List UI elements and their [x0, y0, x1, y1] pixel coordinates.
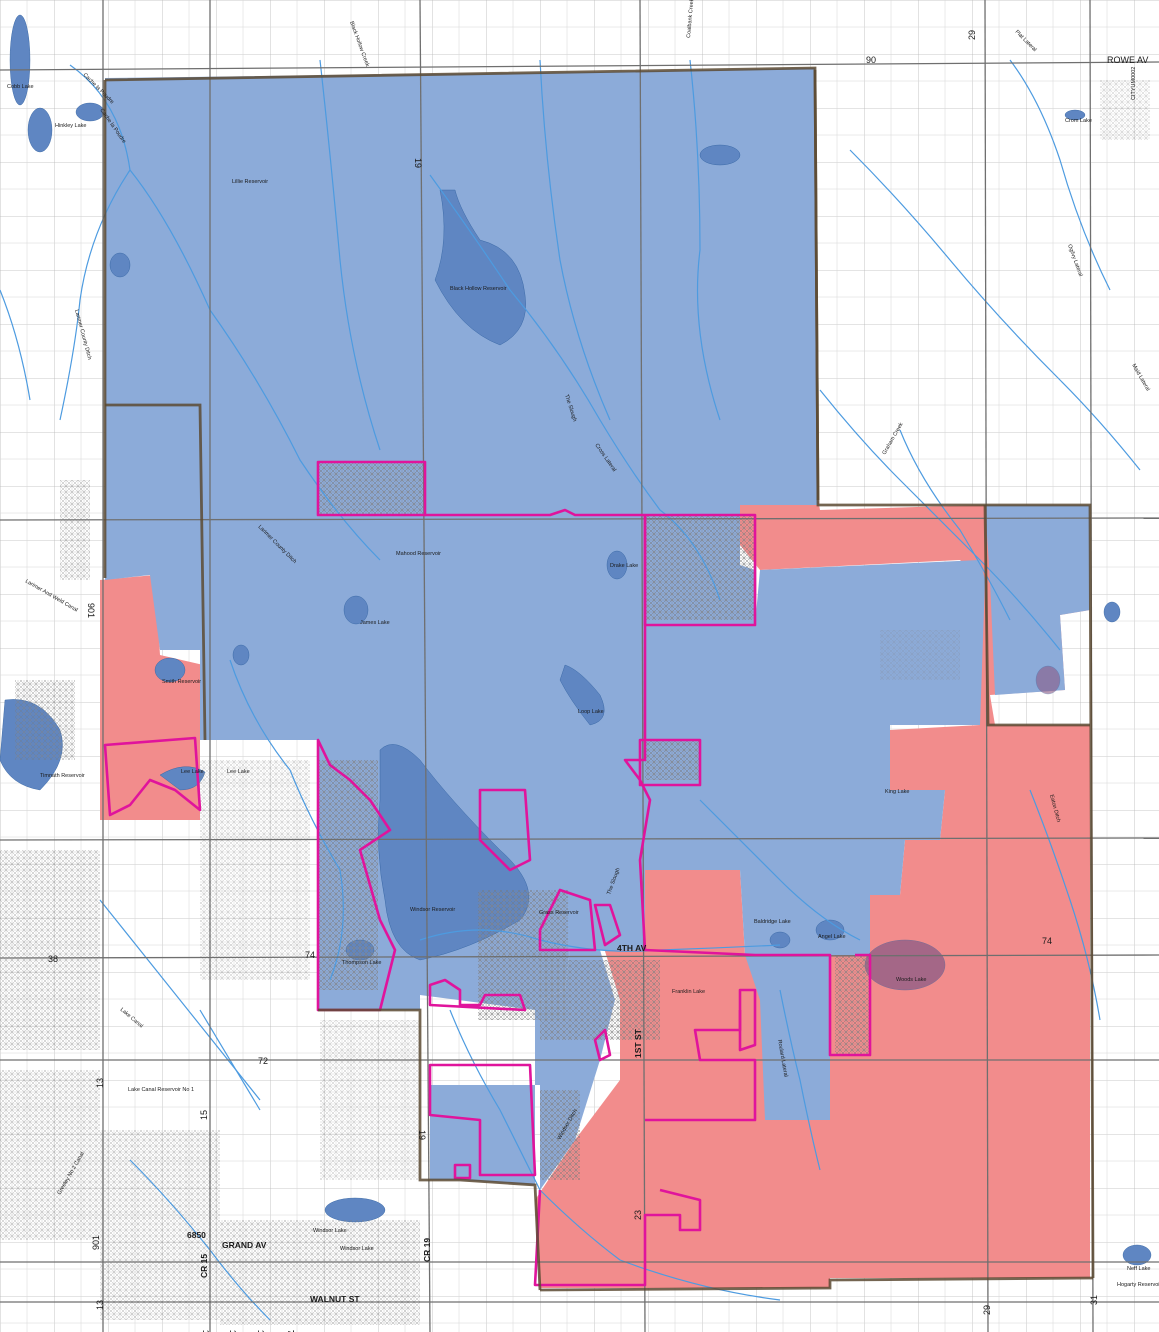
map-label-windsor-reservoir: Windsor Reservoir — [410, 907, 455, 913]
map-label-crom-lake: Crom Lake — [1065, 118, 1092, 124]
map-label-n13-bottom: 13 — [95, 1300, 105, 1310]
map-label-n72: 72 — [258, 1056, 268, 1066]
map-label-n13: 13 — [95, 1078, 105, 1088]
map-label-woods-lake: Woods Lake — [896, 977, 926, 983]
map-label-lake-canal-reservoir: Lake Canal Reservoir No 1 — [128, 1087, 194, 1093]
map-label-king-lake: King Lake — [885, 789, 909, 795]
growth-area-boundaries — [103, 460, 872, 1287]
red-zone — [100, 455, 1090, 1288]
map-label-hogarty-reservoir: Hogarty Reservoir — [1117, 1282, 1159, 1288]
map-label-n31: 31 — [1089, 1295, 1099, 1305]
map-label-lee-lake-2: Lee Lake — [227, 769, 250, 775]
map-label-n38: 38 — [48, 954, 58, 964]
map-label-fourteenth-st: 14TH ST — [228, 1330, 238, 1332]
map-label-n6850: 6850 — [187, 1230, 206, 1240]
map-label-mahood-reservoir: Mahood Reservoir — [396, 551, 441, 557]
map-label-n19-bottom: 19 — [417, 1130, 427, 1140]
map-label-baldridge-lake: Baldridge Lake — [754, 919, 791, 925]
map-label-cr15: CR 15 — [199, 1254, 209, 1278]
map-label-neff-lake: Neff Lake — [1127, 1266, 1150, 1272]
map-label-timnath-reservoir: Timnath Reservoir — [40, 773, 85, 779]
map-label-n19-top: 19 — [413, 158, 423, 168]
map-label-grand-av: GRAND AV — [222, 1240, 267, 1250]
subdivisions — [0, 80, 1150, 1325]
map-label-hinkley-lake: Hinkley Lake — [55, 123, 87, 129]
map-label-n23: 23 — [633, 1210, 643, 1220]
map-label-coalbank-creek: Coalbank Creek — [686, 0, 695, 38]
map-label-lee-lake-1: Lee Lake — [181, 769, 204, 775]
map-label-n901-left: 901 — [86, 603, 96, 618]
map-label-windsor-lake: Windsor Lake — [313, 1228, 347, 1234]
map-label-walnut-st: WALNUT ST — [310, 1294, 360, 1304]
map-label-n90: 90 — [866, 55, 876, 65]
map-label-lillie-reservoir: Lillie Reservoir — [232, 179, 268, 185]
map-label-fifteenth-st: 15TH ST — [201, 1330, 211, 1332]
map-label-drake-lake: Drake Lake — [610, 563, 638, 569]
map-label-black-hollow-reservoir: Black Hollow Reservoir — [450, 286, 507, 292]
map-label-windsor-lake-2: Windsor Lake — [340, 1246, 374, 1252]
map-label-fourth-av: 4TH AV — [617, 943, 647, 953]
map-label-loop-lake: Loop Lake — [578, 709, 604, 715]
map-label-n74-right: 74 — [1042, 936, 1052, 946]
map-label-rowe-av: ROWE AV — [1107, 55, 1148, 65]
map-label-first-st: 1ST ST — [633, 1028, 643, 1058]
map-label-thompson-lake: Thompson Lake — [342, 960, 381, 966]
map-label-n29-top: 29 — [967, 30, 977, 40]
map-label-smith-reservoir: Smith Reservoir — [162, 679, 201, 685]
map-label-cobb-lake: Cobb Lake — [7, 84, 34, 90]
streams — [0, 59, 1141, 1321]
map-label-city-id: CITYUM0002 — [1131, 67, 1137, 100]
map-label-seventh-st: 7TH ST — [286, 1330, 296, 1332]
map-label-james-lake: James Lake — [360, 620, 390, 626]
map-label-n901-bottom: 901 — [91, 1235, 101, 1250]
map-label-grass-reservoir: Grass Reservoir — [539, 910, 579, 916]
map-label-eleventh-st: 11TH ST — [256, 1330, 266, 1332]
map-label-n15: 15 — [199, 1110, 209, 1120]
map-label-n74-left: 74 — [305, 950, 315, 960]
map-label-franklin-lake: Franklin Lake — [672, 989, 705, 995]
map-label-cr19: CR 19 — [422, 1238, 432, 1262]
map-label-angel-lake: Angel Lake — [818, 934, 846, 940]
map-label-n29-bottom: 29 — [982, 1305, 992, 1315]
study-area-boundary — [103, 66, 1095, 1292]
